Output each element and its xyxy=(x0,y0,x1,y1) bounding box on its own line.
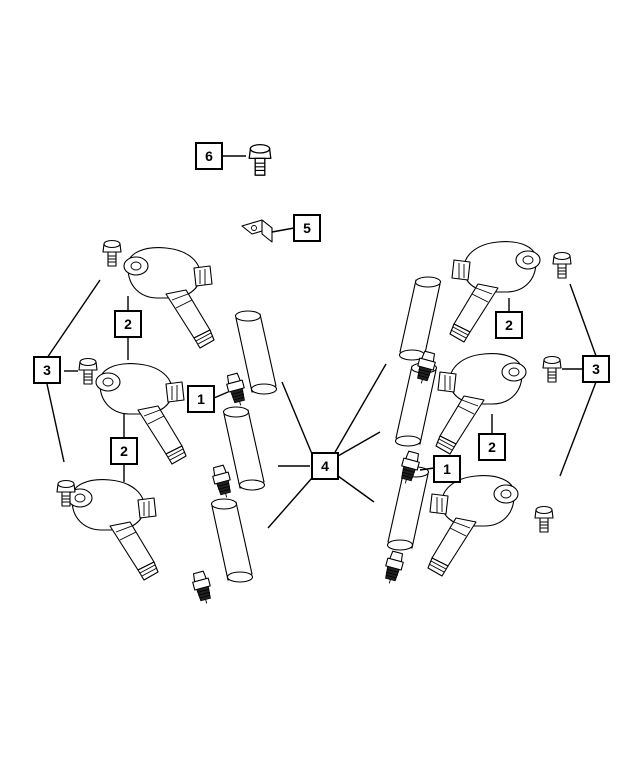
callout-4: 4 xyxy=(311,452,339,480)
bolt-left-1 xyxy=(102,239,122,267)
svg-text:3: 3 xyxy=(43,362,51,378)
svg-text:2: 2 xyxy=(488,439,496,455)
svg-text:2: 2 xyxy=(505,317,513,333)
callout-6: 6 xyxy=(195,142,223,170)
callout-2-right-upper: 2 xyxy=(495,311,523,339)
spark-plug-left-3 xyxy=(190,569,215,607)
ignition-coil-left-3 xyxy=(67,479,159,581)
spark-plug-left-2 xyxy=(210,463,235,501)
svg-text:2: 2 xyxy=(124,316,132,332)
svg-text:1: 1 xyxy=(443,461,451,477)
bracket-part-5 xyxy=(241,219,273,243)
svg-text:2: 2 xyxy=(120,443,128,459)
callout-2-right-lower: 2 xyxy=(478,433,506,461)
callout-3-right: 3 xyxy=(582,355,610,383)
callout-1-right: 1 xyxy=(433,455,461,483)
bolt-right-3 xyxy=(534,505,554,533)
boot-right-1 xyxy=(398,276,442,361)
svg-text:4: 4 xyxy=(321,458,329,474)
leader-lines xyxy=(46,155,597,529)
spark-plug-left-1 xyxy=(224,371,249,409)
boot-right-2 xyxy=(394,362,438,447)
ignition-coil-left-2 xyxy=(95,363,187,465)
svg-text:1: 1 xyxy=(197,391,205,407)
bolt-part-6 xyxy=(248,143,272,176)
callout-1-left: 1 xyxy=(187,385,215,413)
svg-text:6: 6 xyxy=(205,148,213,164)
boot-left-3 xyxy=(210,498,254,583)
bolt-left-2 xyxy=(78,357,98,385)
callout-3-left: 3 xyxy=(33,356,61,384)
callout-5: 5 xyxy=(293,214,321,242)
svg-text:3: 3 xyxy=(592,361,600,377)
bolt-right-1 xyxy=(552,251,572,279)
callout-2-left-upper: 2 xyxy=(114,310,142,338)
svg-text:5: 5 xyxy=(303,220,311,236)
ignition-coil-right-3 xyxy=(427,475,519,577)
spark-plug-right-3 xyxy=(381,549,406,587)
callout-2-left-lower: 2 xyxy=(110,437,138,465)
bolt-right-2 xyxy=(542,355,562,383)
